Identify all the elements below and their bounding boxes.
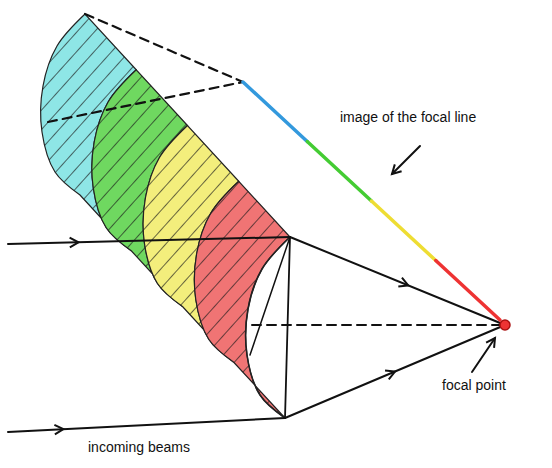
ray-line: [8, 418, 285, 432]
ray-line: [392, 146, 420, 174]
ray-line: [307, 142, 371, 202]
band-hatching: [194, 181, 290, 418]
focal-line-label: image of the focal line: [338, 110, 478, 125]
ray-line: [472, 338, 495, 372]
arrow-head: [392, 164, 402, 174]
ray-line: [285, 325, 505, 418]
ray-line: [8, 237, 290, 244]
focal-point-dot: [500, 320, 510, 330]
arrow-head: [70, 238, 79, 248]
ray-line: [290, 237, 505, 325]
light-rays: [8, 14, 510, 434]
ray-line: [372, 201, 436, 261]
mirror-surface: [41, 14, 290, 418]
mirror-edge: [246, 237, 290, 418]
arrow-head: [398, 278, 408, 287]
ray-line: [85, 14, 243, 82]
arrow-head: [54, 425, 63, 435]
focal-point-label: focal point: [440, 378, 508, 393]
ray-line: [436, 261, 500, 321]
ray-line: [243, 82, 307, 142]
mirror-band: [194, 181, 290, 418]
ray-line: [250, 237, 290, 355]
ray-line: [252, 324, 505, 326]
beam-label: incoming beams: [86, 440, 192, 455]
ray-line: [285, 237, 290, 418]
arrow-head: [486, 338, 495, 348]
ray-line: [48, 82, 243, 122]
arrow-head: [385, 371, 395, 380]
